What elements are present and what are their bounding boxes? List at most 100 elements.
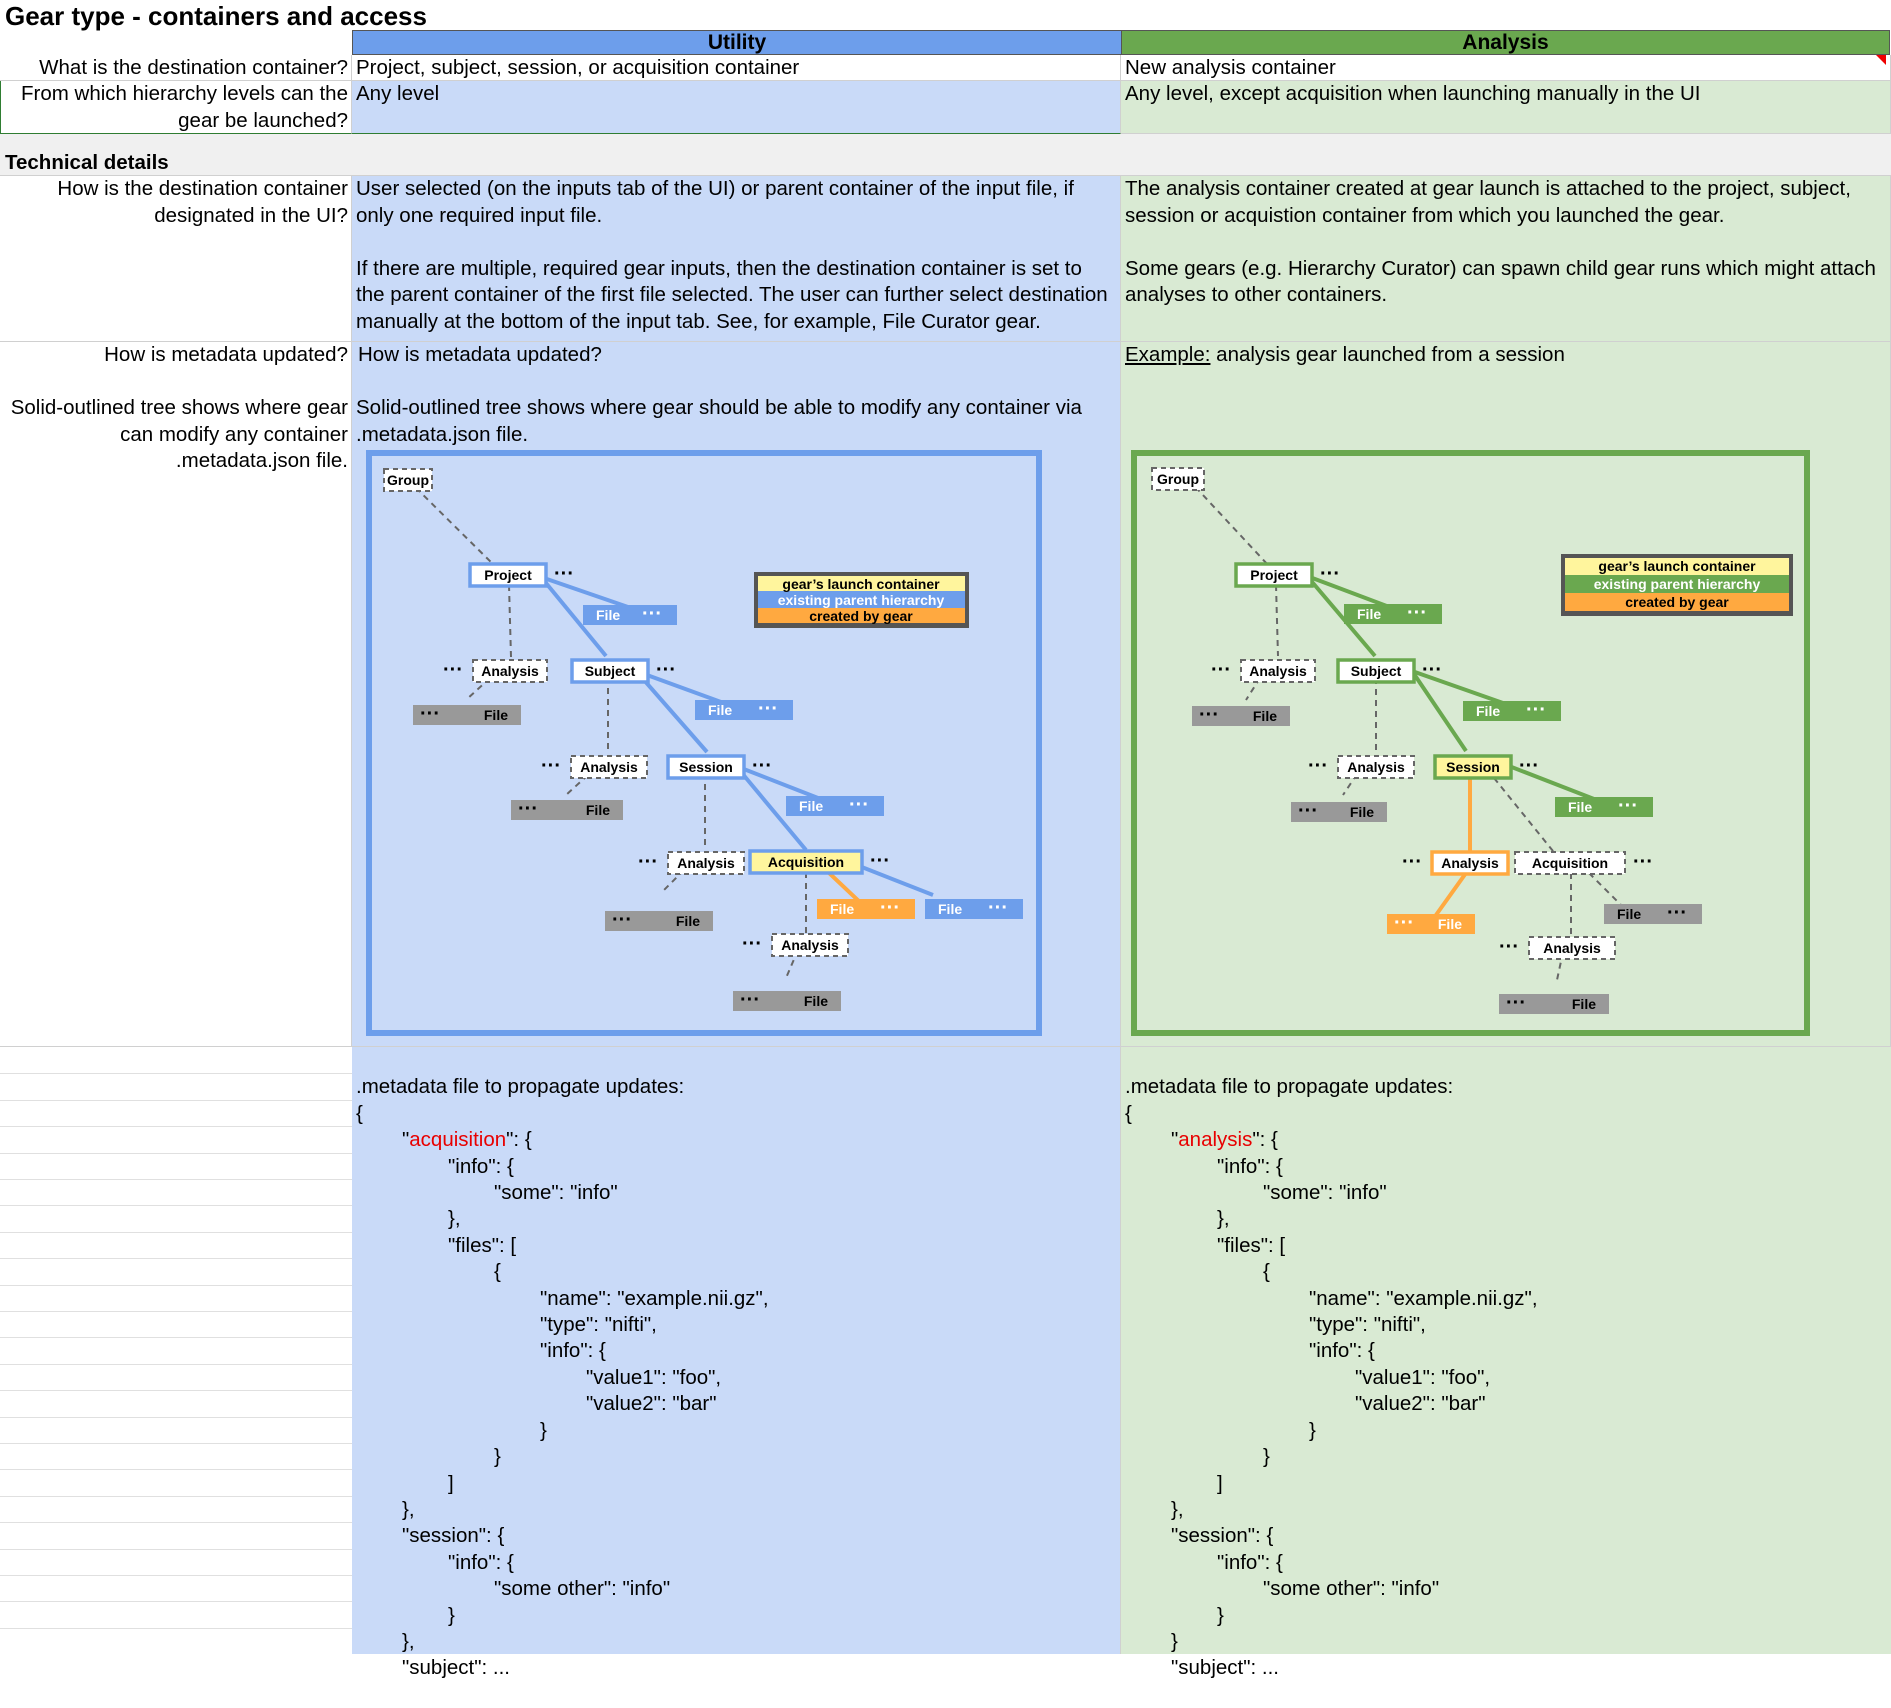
node-group: Group: [1151, 467, 1205, 491]
node-label: File: [938, 901, 962, 917]
cell-utility-launch-levels[interactable]: Any level: [352, 81, 1121, 134]
node-file: File···: [1192, 704, 1290, 726]
ellipsis-icon: ···: [758, 698, 778, 720]
text-line: .metadata.json file.: [356, 422, 529, 446]
cell-analysis-launch-levels[interactable]: Any level, except acquisition when launc…: [1121, 81, 1891, 134]
grid-line: [0, 1627, 352, 1629]
ellipsis-icon: ···: [420, 703, 440, 725]
node-file: File···: [1344, 602, 1442, 624]
node-label: Group: [387, 472, 429, 488]
code-line: "some other": "info": [494, 1577, 671, 1601]
node-box: [1499, 994, 1609, 1014]
analysis-hierarchy-diagram: GroupProject···File···Analysis···Subject…: [1131, 450, 1810, 1036]
ellipsis-icon: ···: [443, 659, 463, 681]
node-label: Session: [679, 759, 733, 775]
code-line: },: [448, 1207, 461, 1231]
ellipsis-icon: ···: [1499, 936, 1519, 958]
code-line: }: [1263, 1445, 1270, 1469]
code-line: "type": "nifti",: [540, 1313, 657, 1337]
node-label: Project: [1250, 567, 1298, 583]
cell-analysis-designated[interactable]: The analysis container created at gear l…: [1121, 176, 1891, 342]
ellipsis-icon: ···: [1298, 800, 1318, 822]
node-file: File···: [695, 698, 793, 720]
grid-line: [0, 1126, 352, 1128]
node-analysis: Analysis···: [1402, 850, 1510, 876]
ellipsis-icon: ···: [1667, 902, 1687, 924]
comment-indicator-icon[interactable]: [1876, 55, 1886, 65]
code-line: }: [1217, 1603, 1224, 1627]
row-label-line: .metadata.json file.: [175, 449, 348, 472]
grid-line: [0, 1179, 352, 1180]
code-line: "value2": "bar": [586, 1392, 717, 1416]
cell-analysis-code[interactable]: [1121, 1047, 1891, 1654]
node-box: [1514, 851, 1626, 875]
node-label: File: [586, 802, 610, 818]
grid-line: [0, 1390, 352, 1392]
node-subject: Subject···: [1336, 658, 1442, 684]
code-line: "info": {: [448, 1550, 514, 1574]
grid-line: [0, 1152, 352, 1154]
text-line: Example: analysis gear launched from a s…: [1125, 342, 1886, 369]
grid-line: [0, 1099, 352, 1101]
ellipsis-icon: ···: [1407, 602, 1427, 624]
code-key-highlight: analysis: [1178, 1128, 1253, 1152]
ellipsis-icon: ···: [752, 755, 772, 777]
code-text: ": {: [506, 1128, 532, 1152]
text-line: only one required input file.: [356, 203, 603, 227]
row-label-designated[interactable]: How is the destination container designa…: [0, 176, 352, 342]
node-group: Group: [383, 468, 433, 492]
row-label-destination[interactable]: What is the destination container?: [0, 55, 352, 81]
node-box: [413, 705, 521, 725]
row-label-metadata[interactable]: How is metadata updated? Solid-outlined …: [0, 342, 352, 1047]
node-analysis: Analysis···: [638, 851, 745, 875]
ellipsis-icon: ···: [554, 563, 574, 585]
cell-utility-code[interactable]: [352, 1047, 1121, 1654]
grid-line: [0, 1469, 352, 1471]
ellipsis-icon: ···: [541, 755, 561, 777]
code-line: "info": {: [1217, 1154, 1283, 1178]
node-label: Analysis: [580, 759, 638, 775]
cell-utility-designated[interactable]: User selected (on the inputs tab of the …: [352, 176, 1121, 342]
cell-utility-destination[interactable]: Project, subject, session, or acquisitio…: [352, 55, 1121, 81]
code-line: "type": "nifti",: [1309, 1313, 1426, 1337]
code-line: "value2": "bar": [1355, 1392, 1486, 1416]
grid-line: [0, 1443, 352, 1444]
dashed-links: [407, 479, 807, 979]
grid-line: [0, 1495, 352, 1497]
grid-line: [0, 1284, 352, 1286]
column-header-analysis[interactable]: Analysis: [1121, 30, 1890, 55]
code-line: "subject": ...: [402, 1656, 510, 1680]
example-label: Example:: [1125, 343, 1211, 366]
code-line: }: [1171, 1629, 1178, 1653]
grid-line: [0, 1205, 352, 1207]
solid-links: [539, 575, 934, 897]
code-line: "info": {: [1217, 1550, 1283, 1574]
code-line: "info": {: [448, 1154, 514, 1178]
node-label: File: [799, 798, 823, 814]
node-box: [570, 658, 650, 684]
code-line: },: [402, 1497, 415, 1521]
row-label-line: designated in the UI?: [154, 203, 348, 227]
cell-analysis-destination[interactable]: New analysis container: [1121, 55, 1891, 81]
node-label: File: [1568, 799, 1592, 815]
ellipsis-icon: ···: [1526, 699, 1546, 721]
diagram-legend: gear’s launch container existing parent …: [754, 572, 969, 628]
code-line: "acquisition": {: [402, 1128, 532, 1152]
grid-line: [0, 1363, 352, 1365]
section-title[interactable]: Technical details: [5, 151, 169, 174]
grid-line: [0, 1311, 352, 1312]
node-session: Session···: [1433, 754, 1539, 780]
node-label: Acquisition: [768, 854, 844, 870]
node-box: [1463, 701, 1561, 721]
code-line: "info": {: [1309, 1339, 1375, 1363]
node-file: File···: [1555, 795, 1653, 817]
ellipsis-icon: ···: [880, 897, 900, 919]
analysis-code-block: .metadata file to propagate updates:{"an…: [1125, 1048, 1538, 1708]
code-line: "session": {: [1171, 1524, 1274, 1548]
column-header-utility[interactable]: Utility: [352, 30, 1122, 55]
ellipsis-icon: ···: [1394, 912, 1414, 934]
node-box: [1291, 802, 1387, 822]
node-label: Analysis: [481, 663, 539, 679]
row-label-launch-levels[interactable]: From which hierarchy levels can the gear…: [0, 81, 352, 134]
node-label: Analysis: [1543, 940, 1601, 956]
